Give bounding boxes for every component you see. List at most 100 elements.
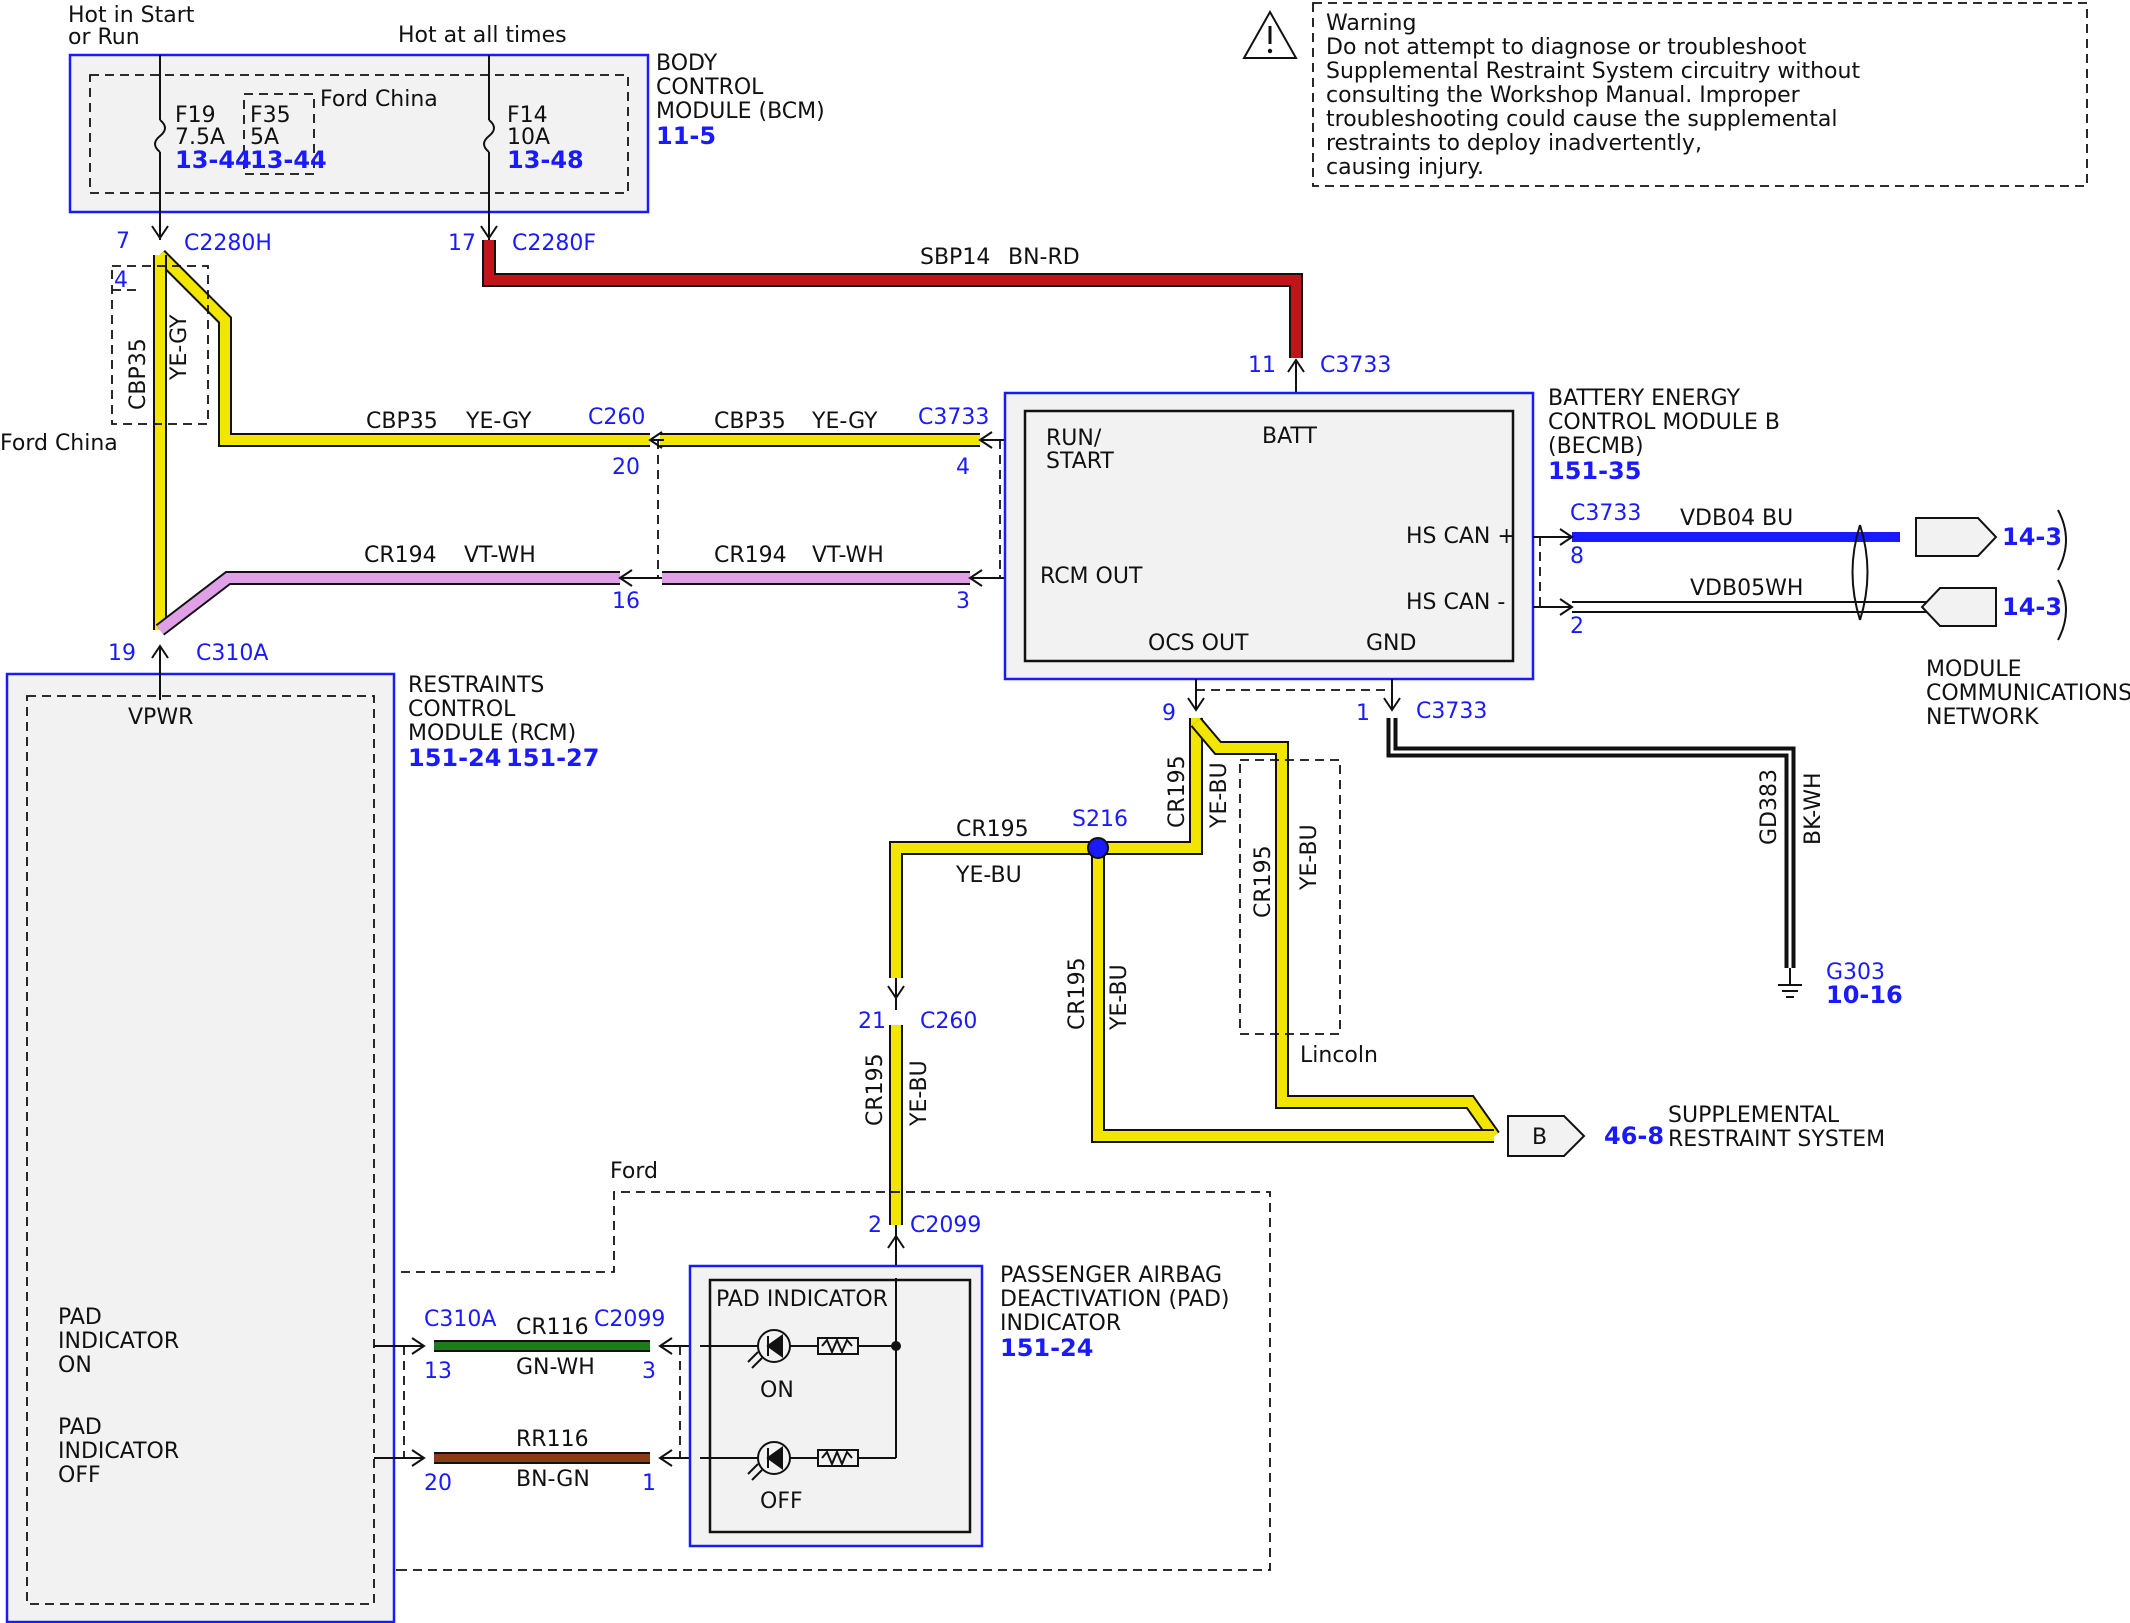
- yegy-label: YE-GY: [465, 409, 532, 434]
- cr195-lincoln: [1192, 718, 1499, 1139]
- rcm-title-3: MODULE (RCM): [408, 721, 576, 746]
- twisted-pair-icon: [1851, 524, 1869, 621]
- network-connector-2-icon[interactable]: [1920, 587, 1997, 627]
- becmb-title-2: CONTROL MODULE B: [1548, 410, 1780, 435]
- hot-in-start-label: Hot in Start: [68, 3, 195, 28]
- srs-label-2: RESTRAINT SYSTEM: [1668, 1127, 1885, 1152]
- cr195-b: [891, 843, 1098, 978]
- warning-line-5: troubleshooting could cause the suppleme…: [1326, 107, 1837, 132]
- f19-ref[interactable]: 13-44: [175, 146, 252, 174]
- pad-led-on-label: ON: [760, 1378, 794, 1403]
- becmb-ref[interactable]: 151-35: [1548, 457, 1641, 485]
- pad-title-2: DEACTIVATION (PAD): [1000, 1287, 1230, 1312]
- ford-label: Ford: [610, 1159, 658, 1184]
- rcm-ref-2[interactable]: 151-27: [506, 744, 599, 772]
- becmb-hs-can-minus: HS CAN -: [1406, 590, 1505, 615]
- c2280f-fork-icon: [480, 225, 498, 240]
- yebu-srs-label: YE-BU: [1107, 964, 1132, 1031]
- led-off-diode-icon: [766, 1446, 783, 1470]
- rcm-ref-1[interactable]: 151-24: [408, 744, 501, 772]
- rcm-box: [5, 672, 396, 1623]
- pin-1: 1: [1356, 701, 1370, 726]
- pad-off-line-3: OFF: [58, 1463, 101, 1488]
- warning-line-7: causing injury.: [1326, 155, 1484, 180]
- pin-16: 16: [612, 589, 640, 614]
- c310a-pad-on-fork-icon: [374, 1337, 426, 1355]
- conn-c2280h: C2280H: [184, 231, 272, 256]
- yegy-label-2: YE-GY: [811, 409, 878, 434]
- c3733-fork-a-icon: [978, 431, 1005, 449]
- network-connector-1-icon[interactable]: [1915, 517, 1998, 557]
- srs-connector-icon[interactable]: [1507, 1115, 1586, 1157]
- pin-8: 8: [1570, 544, 1584, 569]
- f35-amp: 5A: [250, 125, 279, 150]
- bcm-ref[interactable]: 11-5: [656, 122, 716, 150]
- pin-17: 17: [448, 231, 476, 256]
- pad-title-1: PASSENGER AIRBAG: [1000, 1263, 1222, 1288]
- becmb-batt: BATT: [1262, 424, 1317, 449]
- hot-in-start-label-2: or Run: [68, 25, 140, 50]
- f35-ref[interactable]: 13-44: [250, 146, 327, 174]
- g303-ref[interactable]: 10-16: [1826, 981, 1903, 1009]
- pad-junction-icon: [891, 1341, 901, 1351]
- becmb-gnd: GND: [1366, 631, 1416, 656]
- c2280h-fork-icon: [151, 225, 169, 240]
- network-ref-1[interactable]: 14-3: [2002, 523, 2062, 551]
- srs-ref[interactable]: 46-8: [1604, 1122, 1664, 1150]
- network-label-1: MODULE: [1926, 657, 2022, 682]
- c260-lower-fork-icon: [887, 978, 905, 1010]
- warning-line-4: consulting the Workshop Manual. Improper: [1326, 83, 1801, 108]
- c260-fork-b-icon: [618, 569, 662, 587]
- warning-block: [1242, 2, 2088, 187]
- lincoln-dashed-box: [1239, 759, 1341, 1035]
- ocs-out-fork-icon: [1187, 679, 1205, 712]
- warning-dashed-box: [1312, 2, 2088, 187]
- f14-ref[interactable]: 13-48: [507, 146, 584, 174]
- rcm-vpwr: VPWR: [128, 705, 193, 730]
- yebu-lower-label: YE-BU: [907, 1060, 932, 1127]
- warning-line-6: restraints to deploy inadvertently,: [1326, 131, 1702, 156]
- pin-1-pad: 1: [642, 1471, 656, 1496]
- yebu-lincoln-label: YE-BU: [1297, 824, 1322, 891]
- sbp14-wire-outline: [482, 240, 1303, 358]
- conn-c260-lower: C260: [920, 1009, 977, 1034]
- pin-21: 21: [858, 1009, 886, 1034]
- cr195-a: [1098, 718, 1201, 853]
- becmb-title-1: BATTERY ENERGY: [1548, 386, 1741, 411]
- pad-ref[interactable]: 151-24: [1000, 1334, 1093, 1362]
- becmb-inner-box: [1023, 409, 1515, 663]
- cbp35-label-2: CBP35: [714, 409, 786, 434]
- bcm-title-2: CONTROL: [656, 75, 764, 100]
- network-ref-2[interactable]: 14-3: [2002, 593, 2062, 621]
- cbp35-vertical-label: CBP35: [126, 338, 151, 410]
- becmb-rcm-out: RCM OUT: [1040, 564, 1143, 589]
- yegy-vertical-label: YE-GY: [167, 314, 192, 381]
- becmb-hs-can-plus: HS CAN +: [1406, 524, 1516, 549]
- pin-3: 3: [956, 589, 970, 614]
- bu-label: BU: [1762, 506, 1793, 531]
- cbp35-wire: [156, 251, 650, 445]
- hs-can-plus-fork-icon: [1533, 528, 1574, 546]
- f19-fuse-icon: [154, 119, 166, 153]
- becmb-ocs-out: OCS OUT: [1148, 631, 1249, 656]
- vtwh-label-2: VT-WH: [812, 543, 884, 568]
- pin-2: 2: [1570, 614, 1584, 639]
- yebu-upper-label: YE-BU: [1207, 762, 1232, 829]
- pad-inner-box: [708, 1278, 972, 1534]
- pin-19: 19: [108, 641, 136, 666]
- f14-amp: 10A: [507, 125, 550, 150]
- pin-4: 4: [956, 455, 970, 480]
- pad-off-line-1: PAD: [58, 1415, 102, 1440]
- pad-on-line-1: PAD: [58, 1305, 102, 1330]
- pad-title-3: INDICATOR: [1000, 1311, 1121, 1336]
- conn-c3733-can: C3733: [1570, 501, 1641, 526]
- cr194-wire-outline: [155, 571, 620, 636]
- srs-label-1: SUPPLEMENTAL: [1668, 1103, 1840, 1128]
- ford-china-left-label: Ford China: [0, 431, 118, 456]
- network-label-3: NETWORK: [1926, 705, 2039, 730]
- vdb05-label: VDB05WH: [1690, 576, 1803, 601]
- led-off-rays-icon: [747, 1463, 763, 1481]
- conn-c260: C260: [588, 405, 645, 430]
- conn-c2099: C2099: [910, 1213, 981, 1238]
- bkwh-label: BK-WH: [1801, 772, 1826, 845]
